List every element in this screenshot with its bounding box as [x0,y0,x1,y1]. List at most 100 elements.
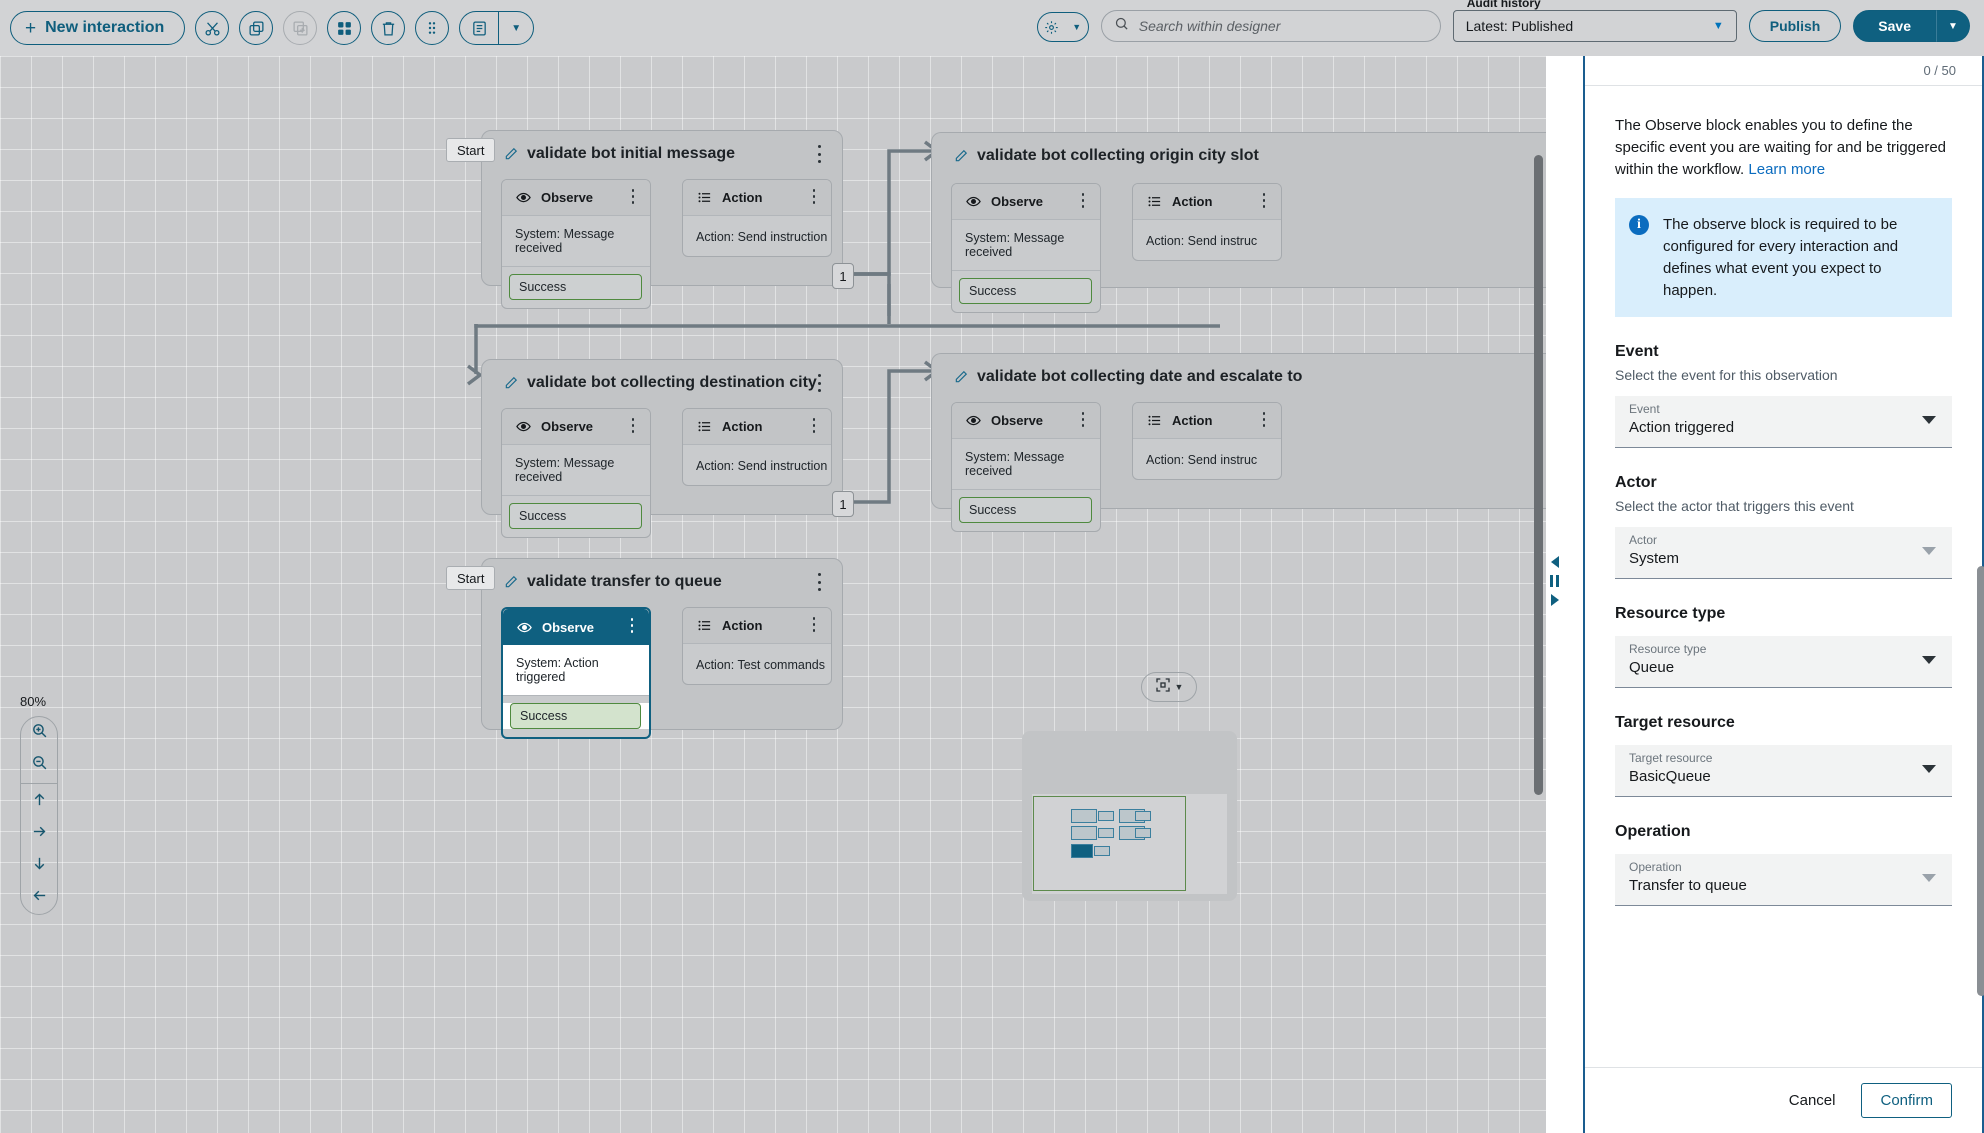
port-wrap: Success [502,503,650,529]
action-node[interactable]: Action Action: Send instruc [1132,402,1282,480]
panel-intro-text: The Observe block enables you to define … [1615,117,1947,178]
panel-collapse-handle[interactable] [1550,556,1559,606]
node-menu-icon[interactable] [1077,193,1089,208]
node-menu-icon[interactable] [1258,193,1270,208]
event-select[interactable]: Event Action triggered [1615,396,1952,449]
section-subtitle: Select the actor that triggers this even… [1615,498,1854,515]
group-menu-icon[interactable] [812,573,826,591]
action-node-body: Action: Send instruc [1146,234,1258,248]
drag-handle-icon-button[interactable] [415,11,450,45]
duplicate-icon-button[interactable] [327,11,362,45]
eye-icon [517,620,532,635]
pencil-icon[interactable] [504,376,518,390]
interaction-group[interactable]: validate bot initial message Observe Sys… [481,130,843,309]
confirm-button[interactable]: Confirm [1861,1083,1952,1118]
interaction-group[interactable]: validate bot collecting origin city slot… [931,132,1546,313]
minimap-block [1071,809,1097,823]
action-node[interactable]: Action Action: Send instruction [682,408,832,486]
edge-badge[interactable]: 1 [832,491,854,517]
pencil-icon[interactable] [954,370,968,384]
group-title-row: validate transfer to queue [482,559,842,591]
save-dropdown-button[interactable]: ▼ [1936,10,1970,42]
zoom-out-icon-button[interactable] [21,749,57,781]
group-menu-icon[interactable] [812,374,826,392]
observe-node-title: Observe [541,419,594,434]
node-menu-icon[interactable] [627,189,639,204]
pan-left-icon-button[interactable] [21,882,57,914]
cut-icon [204,20,221,37]
notes-icon[interactable] [460,12,498,44]
minimap-block [1071,826,1097,840]
observe-node-selected[interactable]: Observe System: Action triggered Success [501,607,651,739]
node-menu-icon[interactable] [626,618,638,633]
node-menu-icon[interactable] [808,418,820,433]
start-tag: Start [446,566,496,590]
canvas-vertical-scrollbar[interactable] [1534,155,1543,795]
pencil-icon[interactable] [504,575,518,589]
audit-history-select[interactable]: Latest: Published ▼ [1452,10,1737,42]
fit-to-screen-button[interactable]: ▼ [1141,672,1197,702]
arrow-right-icon [31,823,48,845]
action-node[interactable]: Action Action: Send instruc [1132,183,1282,261]
drag-bars-icon[interactable] [1550,575,1559,587]
chevron-right-icon[interactable] [1550,594,1559,606]
search-input[interactable] [1136,17,1417,35]
save-button[interactable]: Save [1853,10,1936,42]
observe-node[interactable]: Observe System: Message received Success [951,183,1101,313]
search-box[interactable] [1100,10,1441,42]
minimap-block [1135,811,1151,821]
workflow-canvas[interactable]: Start Start validate bot initial message… [0,56,1546,1133]
pan-right-icon-button[interactable] [21,818,57,850]
panel-body: The Observe block enables you to define … [1585,86,1982,1067]
pencil-icon[interactable] [954,149,968,163]
cut-icon-button[interactable] [195,11,230,45]
target-resource-select[interactable]: Target resource BasicQueue [1615,745,1952,798]
top-toolbar: + New interaction [0,0,1984,56]
success-port[interactable]: Success [959,497,1092,523]
observe-node-header: Observe [952,403,1100,439]
zoom-in-icon-button[interactable] [21,717,57,749]
group-menu-icon[interactable] [812,145,826,163]
interaction-group[interactable]: validate bot collecting date and escalat… [931,353,1546,532]
chevron-down-icon[interactable]: ▼ [511,22,522,34]
cancel-button[interactable]: Cancel [1779,1084,1846,1117]
settings-split-button[interactable]: ▼ [1036,12,1089,42]
pan-up-icon-button[interactable] [21,786,57,818]
copy-icon-button[interactable] [239,11,274,45]
interaction-group[interactable]: validate transfer to queue Observe Syste… [481,558,843,739]
observe-node[interactable]: Observe System: Message received Success [951,402,1101,532]
observe-node[interactable]: Observe System: Message received Success [501,179,651,309]
observe-node-body: System: Message received [952,439,1100,490]
node-menu-icon[interactable] [808,189,820,204]
success-port[interactable]: Success [959,278,1092,304]
action-node[interactable]: Action Action: Test commands [682,607,832,685]
minimap-viewport[interactable] [1033,796,1186,891]
success-port[interactable]: Success [509,503,642,529]
success-port[interactable]: Success [510,703,641,729]
chevron-down-icon[interactable]: ▼ [1072,22,1082,32]
field-label: Operation [1629,860,1682,875]
node-menu-icon[interactable] [808,617,820,632]
pencil-icon[interactable] [504,147,518,161]
gear-icon[interactable] [1038,20,1066,35]
notes-split-button[interactable]: ▼ [459,11,535,45]
node-menu-icon[interactable] [627,418,639,433]
minimap[interactable] [1022,731,1237,901]
section-operation: Operation Operation Transfer to queue [1615,823,1952,907]
node-menu-icon[interactable] [1077,412,1089,427]
pan-down-icon-button[interactable] [21,850,57,882]
new-interaction-button[interactable]: + New interaction [10,11,186,45]
success-port[interactable]: Success [509,274,642,300]
resource-type-select[interactable]: Resource type Queue [1615,636,1952,689]
chevron-down-icon[interactable]: ▼ [1174,682,1184,692]
node-menu-icon[interactable] [1258,412,1270,427]
delete-icon-button[interactable] [371,11,406,45]
panel-vertical-scrollbar[interactable] [1977,566,1984,996]
chevron-left-icon[interactable] [1550,556,1559,568]
interaction-group[interactable]: validate bot collecting destination city… [481,359,843,538]
observe-node[interactable]: Observe System: Message received Success [501,408,651,538]
publish-button[interactable]: Publish [1748,10,1842,42]
action-node[interactable]: Action Action: Send instruction [682,179,832,257]
edge-badge[interactable]: 1 [832,263,854,289]
learn-more-link[interactable]: Learn more [1748,160,1826,178]
